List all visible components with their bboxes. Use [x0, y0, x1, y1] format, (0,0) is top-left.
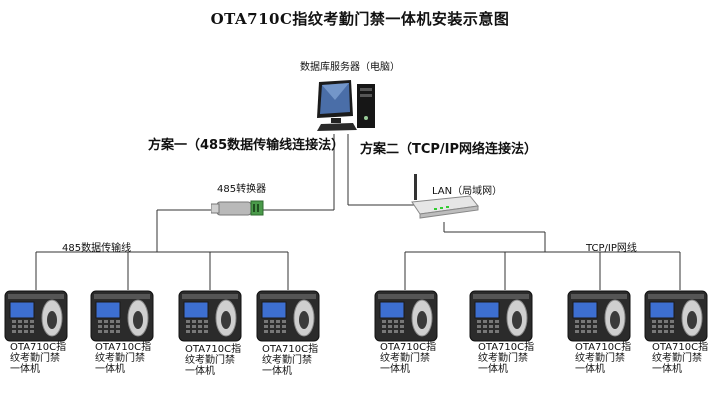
plan-two-label: 方案二（TCP/IP网络连接法） [360, 142, 538, 157]
attendance-device [469, 290, 533, 342]
attendance-device [644, 290, 708, 342]
device-label: OTA710C指纹考勤门禁一体机 [575, 342, 632, 375]
diagram-title: OTA710C指纹考勤门禁一体机安装示意图 [210, 10, 510, 28]
device-label: OTA710C指纹考勤门禁一体机 [380, 342, 437, 375]
converter-icon [211, 200, 264, 216]
router-icon [411, 174, 479, 219]
device-label: OTA710C指纹考勤门禁一体机 [95, 342, 152, 375]
device-label: OTA710C指纹考勤门禁一体机 [10, 342, 67, 375]
device-label: OTA710C指纹考勤门禁一体机 [478, 342, 535, 375]
attendance-device [256, 290, 320, 342]
attendance-device [4, 290, 68, 342]
attendance-device [90, 290, 154, 342]
line-485-label: 485数据传输线 [62, 243, 132, 254]
attendance-device [567, 290, 631, 342]
device-label: OTA710C指纹考勤门禁一体机 [185, 344, 242, 377]
computer-icon [317, 80, 375, 131]
plan-one-label: 方案一（485数据传输线连接法） [148, 138, 345, 153]
attendance-device [178, 290, 242, 342]
converter-label: 485转换器 [217, 184, 267, 195]
line-tcp-label: TCP/IP网线 [586, 243, 637, 254]
device-label: OTA710C指纹考勤门禁一体机 [652, 342, 709, 375]
server-label: 数据库服务器（电脑） [300, 62, 400, 73]
device-label: OTA710C指纹考勤门禁一体机 [262, 344, 319, 377]
attendance-device [374, 290, 438, 342]
lan-label: LAN（局域网） [432, 186, 503, 197]
